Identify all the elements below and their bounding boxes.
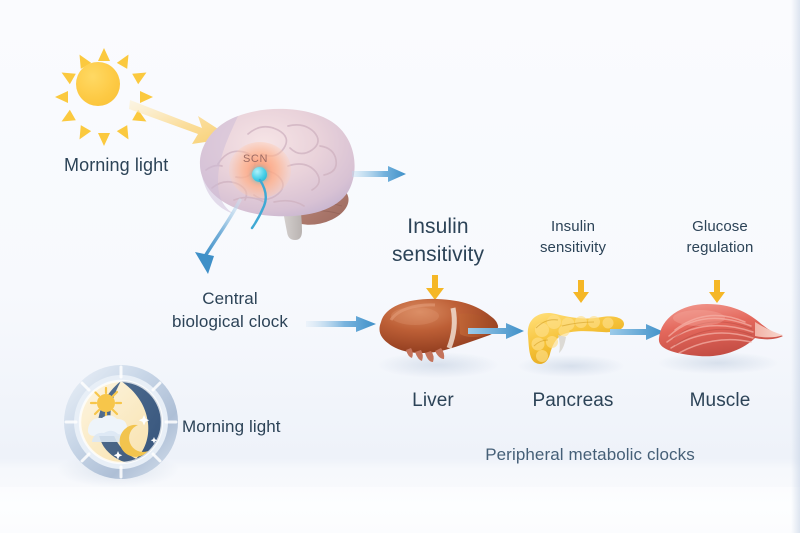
brain-to-liver-arrow — [352, 166, 406, 182]
muscle-name-label: Muscle — [689, 390, 751, 411]
liver-effect-line1: Insulin — [407, 215, 469, 238]
liver-icon — [375, 296, 503, 368]
pancreas-effect-line2: sensitivity — [539, 239, 607, 256]
scn-label: SCN — [243, 153, 269, 165]
pancreas-icon — [518, 300, 628, 368]
central-clock-to-liver-arrow — [306, 316, 376, 332]
peripheral-clocks-caption: Peripheral metabolic clocks — [485, 445, 695, 464]
liver-to-pancreas-arrow — [468, 323, 524, 339]
muscle-down-arrow — [709, 280, 725, 303]
muscle-icon — [655, 298, 785, 364]
muscle-shadow — [658, 352, 778, 374]
sun-to-brain-arrow — [129, 100, 232, 144]
right-edge-shading — [791, 0, 800, 533]
liver-shadow — [378, 352, 498, 378]
liver-down-arrow — [426, 275, 444, 300]
sun-icon — [55, 48, 153, 146]
scn-dot-icon — [252, 167, 267, 182]
surface-band — [0, 487, 800, 533]
central-clock-label-line2: biological clock — [172, 312, 288, 331]
muscle-effect-line1: Glucose — [692, 218, 748, 235]
pancreas-down-arrow — [573, 280, 589, 303]
central-clock-label-line1: Central — [202, 289, 258, 308]
morning-light-label-top: Morning light — [64, 155, 169, 175]
pancreas-effect-line1: Insulin — [550, 218, 596, 235]
liver-effect-line2: sensitivity — [391, 243, 485, 266]
pancreas-to-muscle-arrow — [610, 324, 664, 340]
muscle-effect-line2: regulation — [686, 239, 754, 256]
morning-light-label-bottom: Morning light — [182, 417, 281, 436]
pancreas-name-label: Pancreas — [532, 390, 614, 411]
brain-to-central-clock-arrow — [195, 198, 242, 274]
day-night-clock-icon — [62, 363, 180, 481]
liver-name-label: Liver — [412, 390, 454, 411]
